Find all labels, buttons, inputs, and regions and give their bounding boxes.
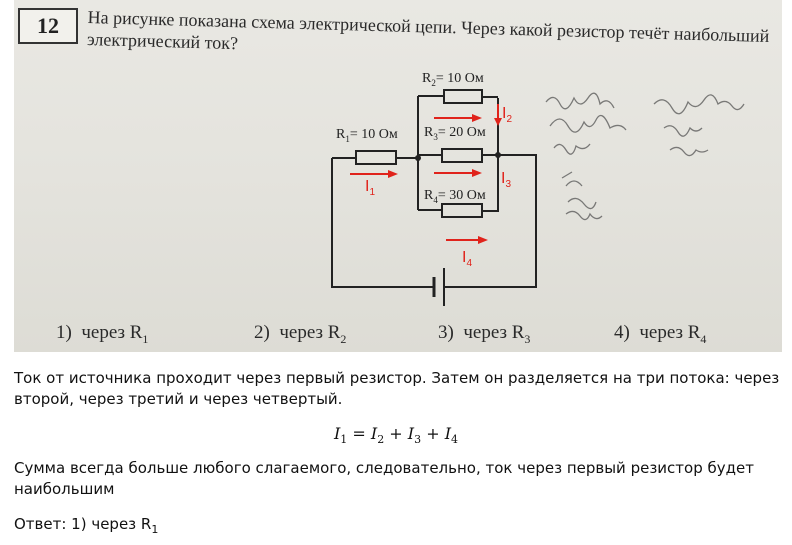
- option-4: 4) через R4: [614, 322, 707, 346]
- i2-label: I2: [502, 105, 512, 125]
- resistor-r1: [355, 150, 397, 165]
- answer-line: Ответ: 1) через R1: [14, 515, 159, 536]
- wire-left: [331, 158, 434, 288]
- r1-label: R1= 10 Ом: [336, 127, 398, 144]
- task-photo: 12 На рисунке показана схема электрическ…: [14, 0, 782, 352]
- explanation-paragraph-2: Сумма всегда больше любого слагаемого, с…: [14, 459, 754, 498]
- option-3: 3) через R3: [438, 322, 531, 346]
- i3-label: I3: [501, 170, 511, 190]
- resistor-r3: [441, 148, 483, 163]
- explanation-paragraph-1: Ток от источника проходит через первый р…: [14, 369, 780, 408]
- resistor-r4: [441, 203, 483, 218]
- resistor-r2: [443, 89, 483, 104]
- i4-label: I4: [462, 249, 472, 269]
- wire-right: [450, 154, 537, 288]
- junction-left: [415, 155, 421, 161]
- current-sum-formula: I1 = I2 + I3 + I4: [333, 424, 459, 447]
- r3-label: R3= 20 Ом: [424, 125, 486, 142]
- r4-label: R4= 30 Ом: [424, 188, 486, 205]
- i1-label: I1: [365, 178, 375, 198]
- circuit-diagram: R1= 10 Ом R2= 10 Ом R3= 20 Ом R4= 30 Ом …: [331, 71, 745, 306]
- r2-label: R2= 10 Ом: [422, 71, 484, 88]
- option-2: 2) через R2: [254, 322, 347, 346]
- junction-right: [495, 152, 501, 158]
- task-number: 12: [18, 8, 78, 44]
- option-1: 1) через R1: [56, 322, 149, 346]
- pencil-scribbles: [545, 92, 745, 221]
